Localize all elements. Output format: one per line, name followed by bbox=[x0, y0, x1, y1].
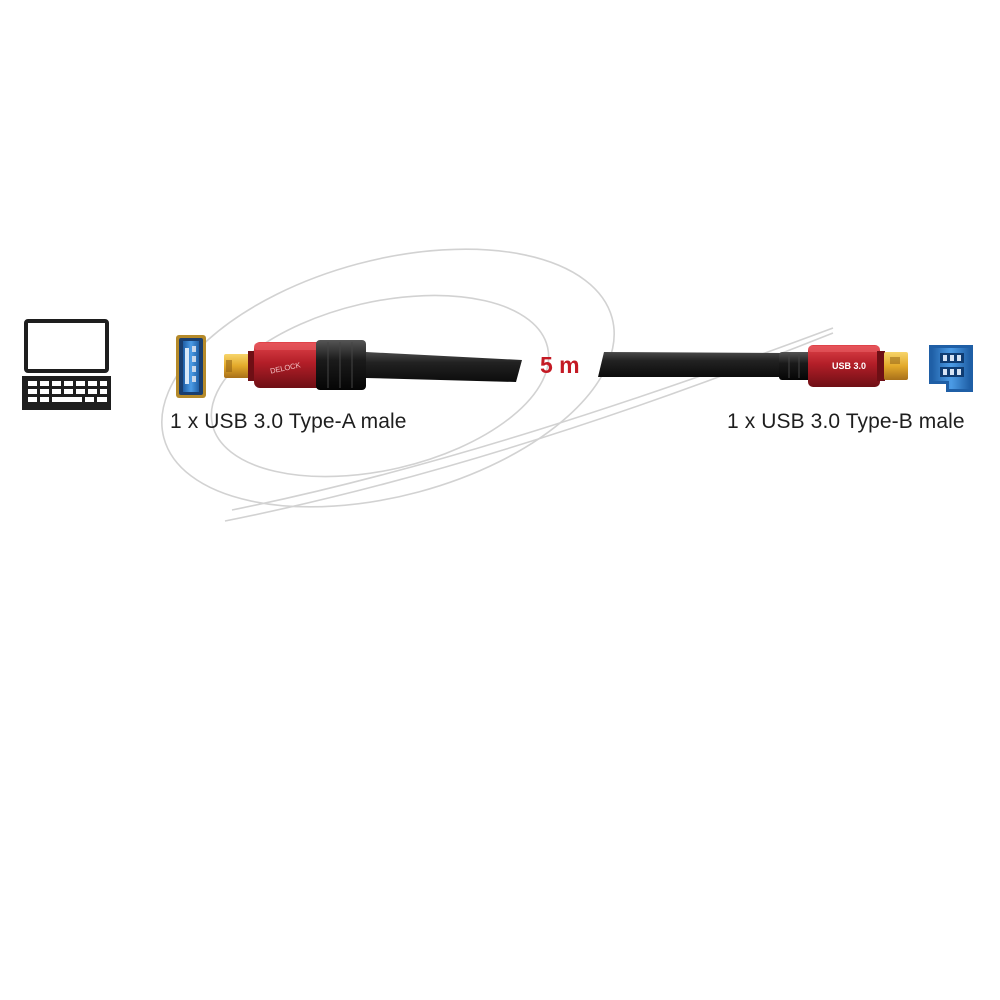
cable-segment-left bbox=[366, 352, 522, 382]
cable-segment-right bbox=[598, 352, 786, 377]
usb-b-plug bbox=[779, 345, 908, 387]
connector-b-label: 1 x USB 3.0 Type-B male bbox=[727, 410, 965, 433]
usb-a-port-icon bbox=[176, 335, 206, 398]
connector-a-label: 1 x USB 3.0 Type-A male bbox=[170, 410, 407, 433]
laptop-icon bbox=[22, 319, 111, 410]
usb-badge-text: USB 3.0 bbox=[832, 361, 866, 371]
usb-a-plug bbox=[224, 340, 366, 390]
cable-length-label: 5 m bbox=[540, 352, 580, 378]
usb-b-port-icon bbox=[929, 345, 973, 392]
